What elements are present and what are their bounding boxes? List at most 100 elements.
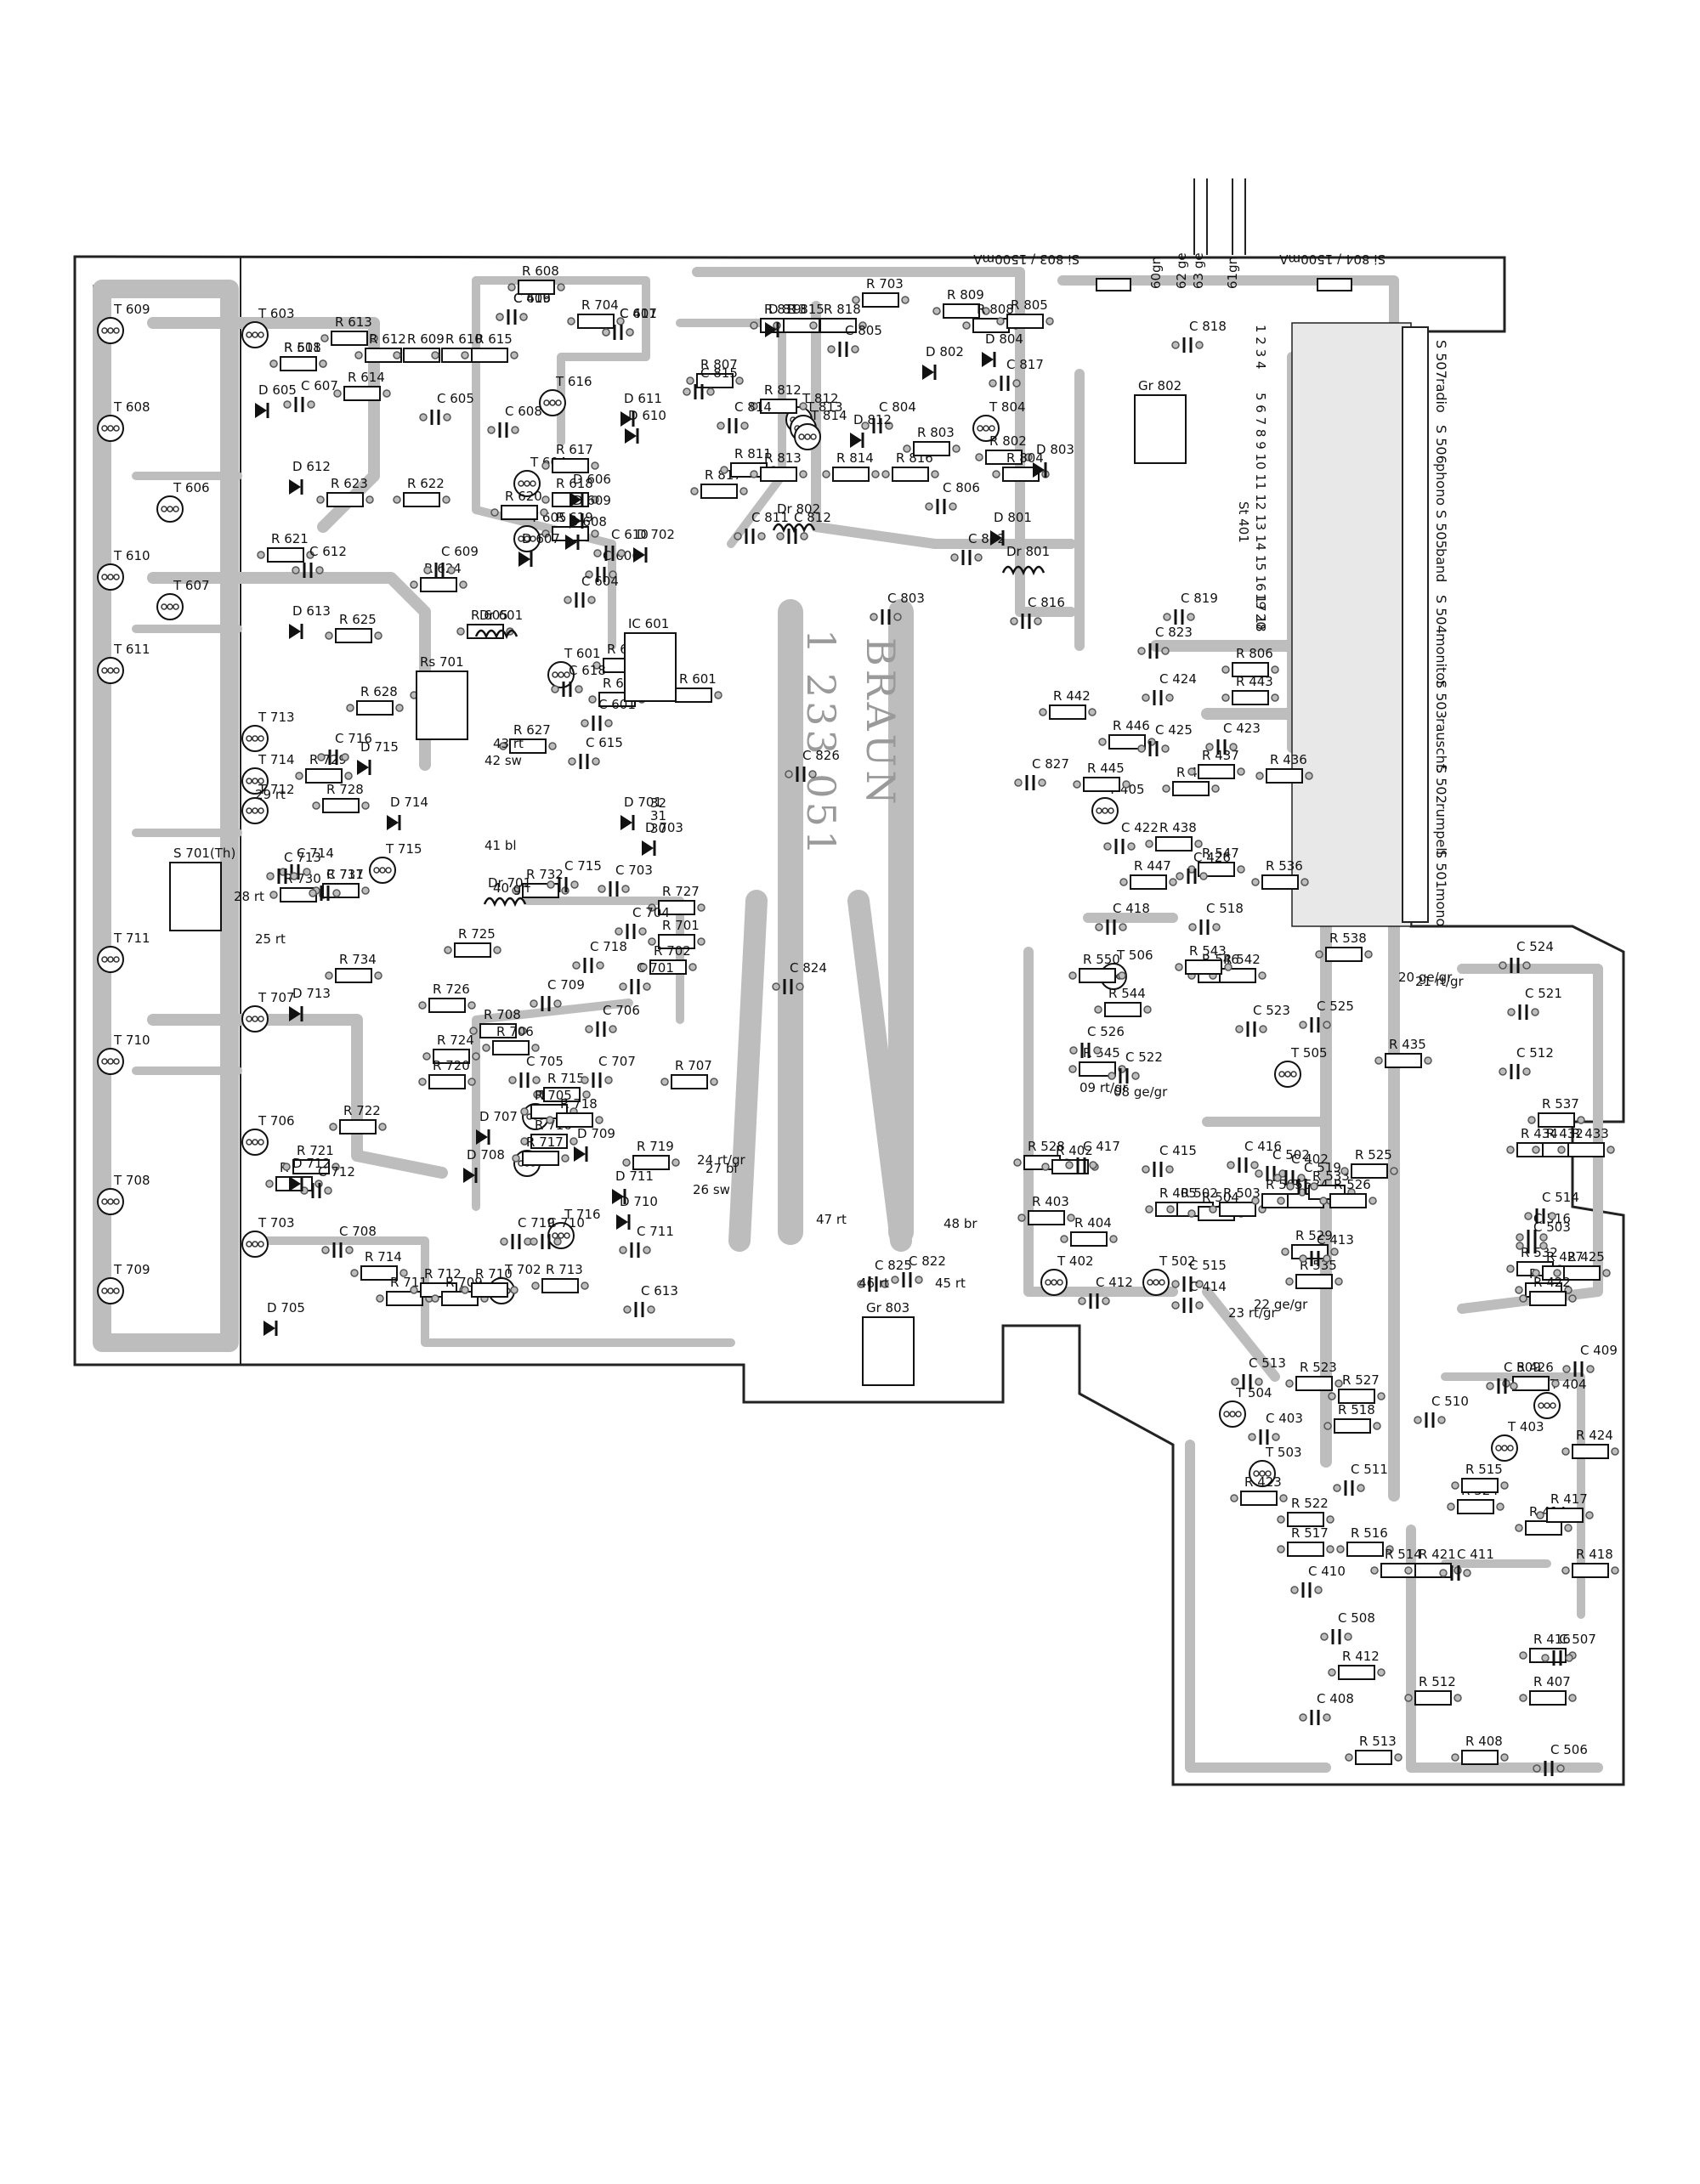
resistor-r-537-label: R 537 — [1542, 1096, 1579, 1112]
resistor-r-538-label: R 538 — [1329, 931, 1367, 946]
capacitor-c-827-label: C 827 — [1032, 756, 1069, 772]
resistor-r-702-label: R 702 — [654, 943, 691, 959]
transistor-t-601: T 601 — [547, 646, 601, 688]
resistor-r-512: R 512 — [1404, 1674, 1462, 1706]
resistor-r-425-label: R 425 — [1567, 1249, 1605, 1265]
resistor-r-707: R 707 — [660, 1058, 718, 1089]
diode-d-707-label: D 707 — [479, 1109, 518, 1124]
capacitor-c-811: C 811 — [734, 510, 789, 544]
capacitor-c-803: C 803 — [870, 591, 925, 625]
resistor-r-424: R 424 — [1561, 1428, 1619, 1459]
resistor-r-412: R 412 — [1328, 1649, 1386, 1680]
diode-d-705: D 705 — [264, 1300, 305, 1336]
resistor-r-533-label: R 533 — [1312, 1168, 1350, 1184]
resistor-r-621-label: R 621 — [271, 531, 309, 546]
transistor-t-603-label: T 603 — [258, 306, 295, 321]
resistor-r-417-label: R 417 — [1550, 1491, 1588, 1507]
capacitor-c-817-label: C 817 — [1006, 357, 1044, 372]
capacitor-c-524-label: C 524 — [1516, 939, 1554, 954]
resistor-r-719: R 719 — [622, 1139, 680, 1170]
capacitor-c-717-label: C 717 — [326, 867, 364, 882]
capacitor-c-816: C 816 — [1010, 595, 1065, 629]
resistor-r-613: R 613 — [320, 314, 378, 346]
switch-pins-mid: 5 6 7 8 9 10 11 12 13 14 15 16 17 18 — [1253, 393, 1268, 631]
diode-d-607: D 607 — [518, 531, 560, 567]
resistor-r-710-label: R 710 — [475, 1266, 513, 1282]
resistor-r-443: R 443 — [1221, 674, 1279, 705]
resistor-r-623: R 623 — [316, 476, 374, 507]
transistor-t-616: T 616 — [539, 374, 592, 416]
wire-label-08-ge-gr: 08 ge/gr — [1114, 1084, 1168, 1100]
capacitor-c-718: C 718 — [572, 939, 627, 973]
socket-rumpell-name: rumpell — [1433, 803, 1449, 855]
capacitor-c-706: C 706 — [585, 1003, 640, 1037]
resistor-r-547-label: R 547 — [1202, 846, 1239, 861]
resistor-r-818-label: R 818 — [824, 302, 861, 317]
resistor-r-727: R 727 — [648, 884, 706, 915]
resistor-r-729-label: R 729 — [309, 752, 347, 767]
capacitor-c-408-label: C 408 — [1317, 1691, 1354, 1706]
resistor-r-812-label: R 812 — [764, 382, 802, 398]
capacitor-c-712-label: C 712 — [318, 1164, 355, 1180]
capacitor-c-714-label: C 714 — [297, 846, 334, 861]
resistor-r-435-label: R 435 — [1389, 1037, 1426, 1052]
capacitor-c-609-label: C 609 — [441, 544, 479, 559]
resistor-r-518-label: R 518 — [1338, 1402, 1375, 1417]
capacitor-c-819-label: C 819 — [1181, 591, 1218, 606]
diode-d-701: D 701 — [620, 795, 662, 830]
capacitor-c-409: C 409 — [1562, 1343, 1618, 1377]
resistor-r-701: R 701 — [648, 918, 706, 949]
socket-monitor-name: monitor — [1433, 633, 1449, 687]
transistor-t-505-label: T 505 — [1290, 1045, 1328, 1061]
resistor-r-543-label: R 543 — [1189, 943, 1227, 959]
capacitor-c-515: C 515 — [1171, 1258, 1227, 1292]
transistor-t-813-label: T 813 — [806, 399, 843, 415]
resistor-r-732-label: R 732 — [526, 867, 564, 882]
resistor-r-608-label: R 608 — [522, 263, 559, 279]
resistor-r-408: R 408 — [1451, 1734, 1509, 1765]
diode-d-812-label: D 812 — [853, 412, 892, 427]
diode-d-707: D 707 — [476, 1109, 518, 1145]
resistor-r-508-label: R 508 — [284, 340, 321, 355]
resistor-r-718: R 718 — [546, 1096, 604, 1128]
resistor-r-404: R 404 — [1060, 1215, 1118, 1247]
resistor-r-818: R 818 — [809, 302, 867, 333]
capacitor-c-412-label: C 412 — [1096, 1275, 1133, 1290]
capacitor-c-812: C 812 — [776, 510, 831, 544]
capacitor-c-817: C 817 — [989, 357, 1044, 391]
diode-d-711-label: D 711 — [615, 1168, 654, 1184]
transistor-t-504: T 504 — [1219, 1385, 1272, 1428]
capacitor-c-406: C 406 — [496, 291, 551, 325]
capacitor-c-604: C 604 — [564, 574, 619, 608]
capacitor-c-422-label: C 422 — [1121, 820, 1159, 835]
resistor-r-446: R 446 — [1098, 718, 1156, 750]
capacitor-c-824-label: C 824 — [790, 960, 827, 976]
capacitor-c-607-label: C 607 — [301, 378, 338, 393]
resistor-r-610: R 610 — [431, 331, 489, 363]
choke-dr-701-label: Dr 701 — [488, 875, 531, 891]
diode-d-606-label: D 606 — [573, 472, 611, 487]
capacitor-c-825-label: C 825 — [875, 1258, 912, 1273]
resistor-r-720: R 720 — [418, 1058, 476, 1089]
capacitor-c-503-label: C 503 — [1533, 1219, 1571, 1235]
transistor-t-712-label: T 712 — [258, 782, 295, 797]
diode-d-802-label: D 802 — [926, 344, 964, 359]
resistor-r-808: R 808 — [962, 302, 1020, 333]
resistor-r-713: R 713 — [531, 1262, 589, 1293]
resistor-r-535: R 535 — [1285, 1258, 1343, 1289]
socket-name-rumpell: rumpell — [1433, 803, 1449, 855]
transistor-t-502: T 502 — [1142, 1253, 1196, 1296]
resistor-r-814-label: R 814 — [836, 450, 874, 466]
capacitor-c-413: C 413 — [1299, 1232, 1354, 1266]
capacitor-c-408: C 408 — [1299, 1691, 1354, 1725]
capacitor-c-701: C 701 — [619, 960, 674, 994]
resistor-r-601-label: R 601 — [679, 671, 717, 687]
capacitor-c-514-label: C 514 — [1542, 1190, 1579, 1205]
capacitor-c-824: C 824 — [772, 960, 827, 994]
resistor-r-514-label: R 514 — [1385, 1547, 1422, 1562]
capacitor-c-713-label: C 713 — [284, 850, 321, 865]
capacitor-c-415: C 415 — [1142, 1143, 1197, 1177]
transistor-t-703-label: T 703 — [258, 1215, 295, 1231]
